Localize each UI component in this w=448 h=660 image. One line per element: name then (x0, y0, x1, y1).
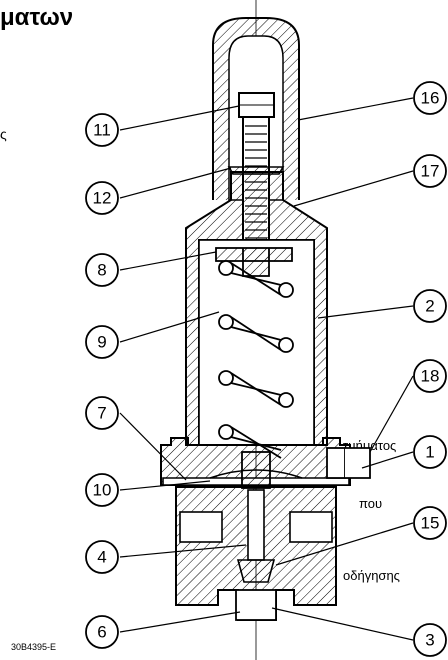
callout-label-1: 1 (425, 443, 434, 462)
side-text-4: οδήγησης (343, 568, 400, 583)
callout-label-11: 11 (93, 121, 111, 140)
callout-label-2: 2 (425, 297, 434, 316)
callout-label-15: 15 (421, 514, 440, 533)
callout-label-9: 9 (97, 333, 106, 352)
side-text-1: ς (0, 126, 7, 142)
compression-spring (218, 260, 294, 459)
valve-stem (241, 451, 271, 489)
drawing-code: 30B4395-E (11, 642, 57, 652)
side-plug (326, 447, 346, 479)
callout-label-18: 18 (421, 367, 440, 386)
callout-label-4: 4 (97, 548, 106, 567)
bottom-plug (235, 589, 277, 621)
side-text-3: που (359, 496, 383, 511)
outlet-port (289, 511, 333, 543)
callout-label-16: 16 (421, 89, 440, 108)
leader-lines (119, 97, 414, 641)
page-heading: ματων (0, 4, 74, 31)
callout-label-7: 7 (97, 404, 106, 423)
callout-label-3: 3 (425, 631, 434, 650)
callout-bubbles (85, 81, 447, 657)
inlet-port (179, 511, 223, 543)
callout-label-10: 10 (93, 481, 112, 500)
callout-label-17: 17 (421, 162, 440, 181)
valve-seat (236, 559, 276, 583)
callout-label-8: 8 (97, 261, 106, 280)
callout-label-6: 6 (97, 623, 106, 642)
callout-label-12: 12 (93, 189, 112, 208)
